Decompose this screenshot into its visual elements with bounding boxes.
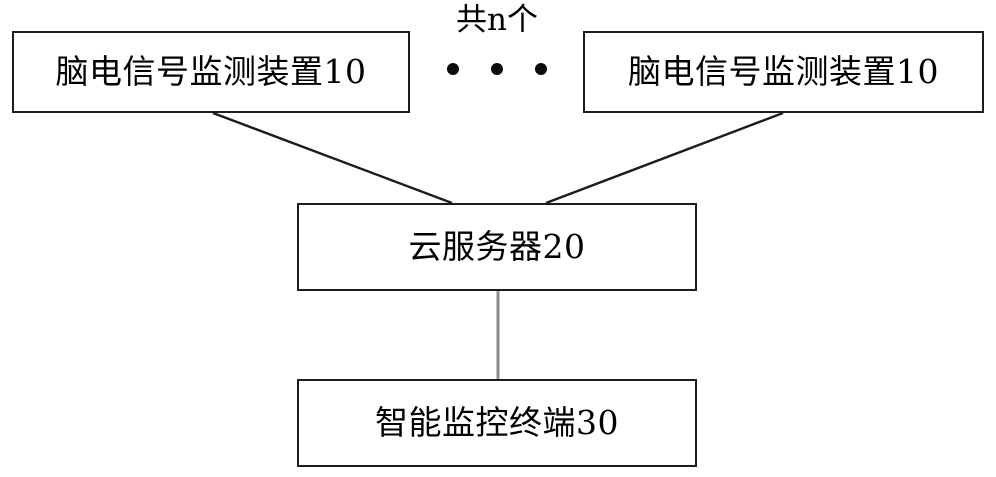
node-label-eeg-monitor-left: 脑电信号监测装置10	[55, 51, 367, 91]
ellipsis-dots	[447, 55, 547, 83]
node-eeg-monitor-left: 脑电信号监测装置10	[12, 31, 410, 113]
node-label-cloud-server: 云服务器20	[408, 226, 586, 266]
connector-eeg-left-to-cloud	[212, 111, 453, 205]
connector-eeg-right-to-cloud	[545, 111, 784, 205]
node-label-eeg-monitor-right: 脑电信号监测装置10	[628, 51, 939, 91]
multiplicity-note: 共n个	[456, 2, 538, 38]
ellipsis-dot-icon	[447, 63, 459, 75]
node-cloud-server: 云服务器20	[297, 203, 697, 291]
node-eeg-monitor-right: 脑电信号监测装置10	[583, 31, 984, 113]
node-monitoring-terminal: 智能监控终端30	[297, 379, 697, 467]
node-label-monitoring-terminal: 智能监控终端30	[375, 402, 619, 442]
ellipsis-dot-icon	[535, 63, 547, 75]
ellipsis-dot-icon	[491, 63, 503, 75]
